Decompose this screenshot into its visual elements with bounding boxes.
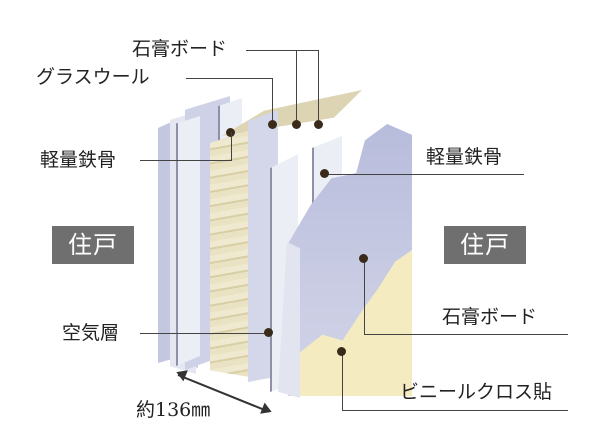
marker-glass-wool xyxy=(268,120,277,129)
room-right-badge: 住戸 xyxy=(444,226,526,264)
marker-steel-left xyxy=(226,128,235,137)
leader-glass-wool-h xyxy=(186,78,272,79)
label-vinyl-cloth: ビニールクロス貼 xyxy=(400,381,553,403)
marker-steel-right xyxy=(320,169,329,178)
leader-air-layer xyxy=(140,333,270,334)
leader-gypsum-top-h xyxy=(246,50,318,51)
label-glass-wool: グラスウール xyxy=(36,66,150,88)
label-thickness: 約136㎜ xyxy=(136,399,211,421)
label-steel-stud-left: 軽量鉄骨 xyxy=(40,149,117,171)
glass-wool-top xyxy=(222,90,362,136)
leader-gypsum-top-v1 xyxy=(296,50,297,124)
leader-glass-wool-v xyxy=(272,78,273,124)
label-gypsum-board-right: 石膏ボード xyxy=(442,306,538,328)
leader-vinyl-v xyxy=(342,352,343,410)
leader-gypsum-right-v xyxy=(364,258,365,334)
label-air-layer: 空気層 xyxy=(62,322,120,344)
label-steel-stud-right: 軽量鉄骨 xyxy=(426,146,503,168)
marker-vinyl xyxy=(337,347,346,356)
marker-gypsum-right xyxy=(359,254,368,263)
leader-gypsum-top-v2 xyxy=(318,50,319,124)
left-steel-stud-1 xyxy=(176,116,200,366)
label-gypsum-board-top: 石膏ボード xyxy=(132,38,228,60)
room-left-badge: 住戸 xyxy=(52,226,134,264)
thickness-arrow-right xyxy=(260,402,274,418)
leader-steel-left-v xyxy=(231,132,232,160)
marker-air-layer xyxy=(264,328,273,337)
marker-gypsum-top-2 xyxy=(314,120,323,129)
leader-steel-right xyxy=(326,174,524,175)
marker-gypsum-top-1 xyxy=(292,120,301,129)
leader-gypsum-right-h xyxy=(364,334,568,335)
leader-steel-left xyxy=(140,160,232,161)
leader-vinyl-h xyxy=(342,410,568,411)
